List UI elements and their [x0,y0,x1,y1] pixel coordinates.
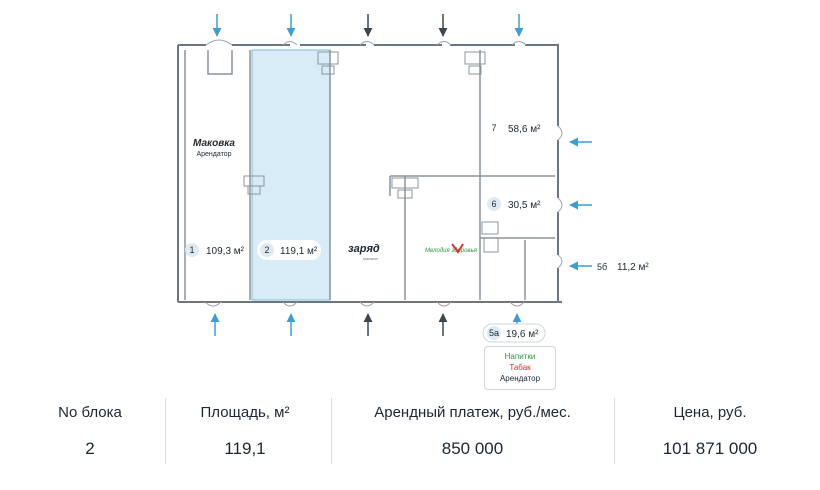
unit-badge-1[interactable]: 1 109,3 м² [185,243,245,257]
unit-badge-2[interactable]: 2 119,1 м² [257,240,321,260]
stat-block-label: No блока [58,404,122,421]
svg-text:109,3 м²: 109,3 м² [206,246,245,257]
makovka-role: Арендатор [196,151,232,158]
kiosk-line-drinks: Напитки [504,352,536,361]
stat-rent-value: 850 000 [441,439,504,458]
kiosk-role: Арендатор [499,374,541,383]
stat-area: Площадь, м² 119,1 [175,398,315,464]
pharmacy-logo: Мелодия здоровья [425,243,478,254]
toilet-icon [243,51,499,253]
kiosk-tenant-box: Напитки Табак Арендатор [484,346,556,390]
stat-price-value: 101 871 000 [662,439,758,458]
outer-walls [177,44,562,303]
svg-text:7: 7 [491,123,496,133]
stats-bar: No блока 2 Площадь, м² 119,1 Арендный пл… [0,398,820,468]
unit-badge-6[interactable]: 6 30,5 м² [487,197,541,211]
makovka-logo: Маковка [193,138,235,149]
stat-price: Цена, руб. 101 871 000 [625,398,795,464]
unit-badge-5b[interactable]: 5б 11,2 м² [597,262,649,273]
svg-text:заряд: заряд [348,243,380,255]
svg-text:5а: 5а [489,328,499,338]
stat-rent: Арендный платеж, руб./мес. 850 000 [345,398,600,464]
svg-text:Мелодия здоровья: Мелодия здоровья [425,248,478,254]
svg-text:11,2 м²: 11,2 м² [617,262,649,273]
stat-block-value: 2 [85,439,95,458]
floor-plan: 1 109,3 м² 2 119,1 м² 7 58,6 м² 6 30,5 м… [177,14,649,343]
stat-divider [165,398,166,464]
svg-text:119,1 м²: 119,1 м² [280,246,318,257]
entrance-arrows [210,14,592,336]
svg-text:19,6 м²: 19,6 м² [506,329,539,340]
interior-walls [184,50,555,300]
zaryad-logo: заряд магазин [348,243,380,261]
stat-area-value: 119,1 [224,439,266,458]
makovka-card: Маковка Арендатор [186,138,242,170]
stat-area-label: Площадь, м² [200,404,290,421]
unit-2-highlight[interactable] [251,49,331,301]
unit-badge-5a[interactable]: 5а 19,6 м² [482,323,546,343]
stat-rent-label: Арендный платеж, руб./мес. [374,404,571,421]
svg-text:6: 6 [491,199,496,209]
svg-text:5б: 5б [597,262,607,272]
svg-text:магазин: магазин [363,256,378,261]
stat-price-label: Цена, руб. [673,404,747,421]
svg-text:58,6 м²: 58,6 м² [508,124,541,135]
stat-divider [331,398,332,464]
svg-text:2: 2 [264,245,269,255]
door-arcs [204,39,563,307]
stat-block: No блока 2 [40,398,140,464]
svg-text:30,5 м²: 30,5 м² [508,200,541,211]
unit-badge-7[interactable]: 7 58,6 м² [487,121,541,135]
stat-divider [614,398,615,464]
kiosk-line-tobacco: Табак [509,363,531,372]
svg-text:1: 1 [189,245,194,255]
